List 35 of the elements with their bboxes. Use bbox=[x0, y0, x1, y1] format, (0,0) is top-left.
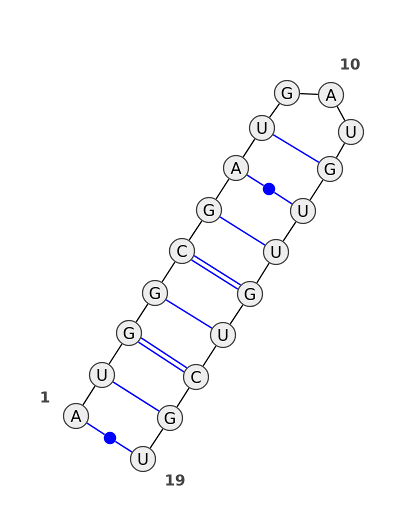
pair-dot bbox=[262, 182, 276, 196]
position-number: 1 bbox=[41, 392, 50, 402]
base-pair-line bbox=[274, 192, 292, 204]
backbone-line bbox=[256, 262, 270, 284]
backbone-line bbox=[216, 178, 230, 200]
backbone-line bbox=[230, 304, 244, 324]
backbone-line bbox=[242, 138, 256, 158]
base-pair-line bbox=[112, 381, 160, 412]
pair-dot bbox=[104, 432, 116, 444]
base-pair-line bbox=[220, 216, 266, 246]
base-pair-line bbox=[191, 259, 238, 290]
position-number: 10 bbox=[341, 58, 360, 70]
backbone-line bbox=[136, 304, 148, 322]
backbone-line bbox=[336, 106, 346, 121]
backbone-line bbox=[300, 92, 318, 96]
backbone-line bbox=[162, 262, 176, 282]
base-pair-line bbox=[138, 342, 184, 372]
base-pair-line bbox=[86, 422, 105, 436]
base-pair-line bbox=[194, 255, 241, 286]
base-pair-line bbox=[166, 299, 212, 329]
backbone-line bbox=[176, 388, 190, 408]
backbone-line bbox=[310, 180, 324, 200]
backbone-line bbox=[336, 143, 346, 158]
base-pair-line bbox=[246, 174, 264, 186]
backbone-line bbox=[188, 220, 202, 240]
backbone-line bbox=[108, 344, 122, 364]
base-pair-line bbox=[140, 337, 188, 368]
base-pair-line bbox=[272, 134, 320, 163]
backbone-line bbox=[150, 428, 164, 448]
position-number: 19 bbox=[166, 474, 184, 486]
backbone-line bbox=[82, 386, 96, 406]
backbone-line bbox=[202, 346, 216, 366]
backbone-line bbox=[269, 103, 280, 118]
backbone-line bbox=[282, 222, 296, 242]
base-pair-line bbox=[115, 440, 132, 453]
